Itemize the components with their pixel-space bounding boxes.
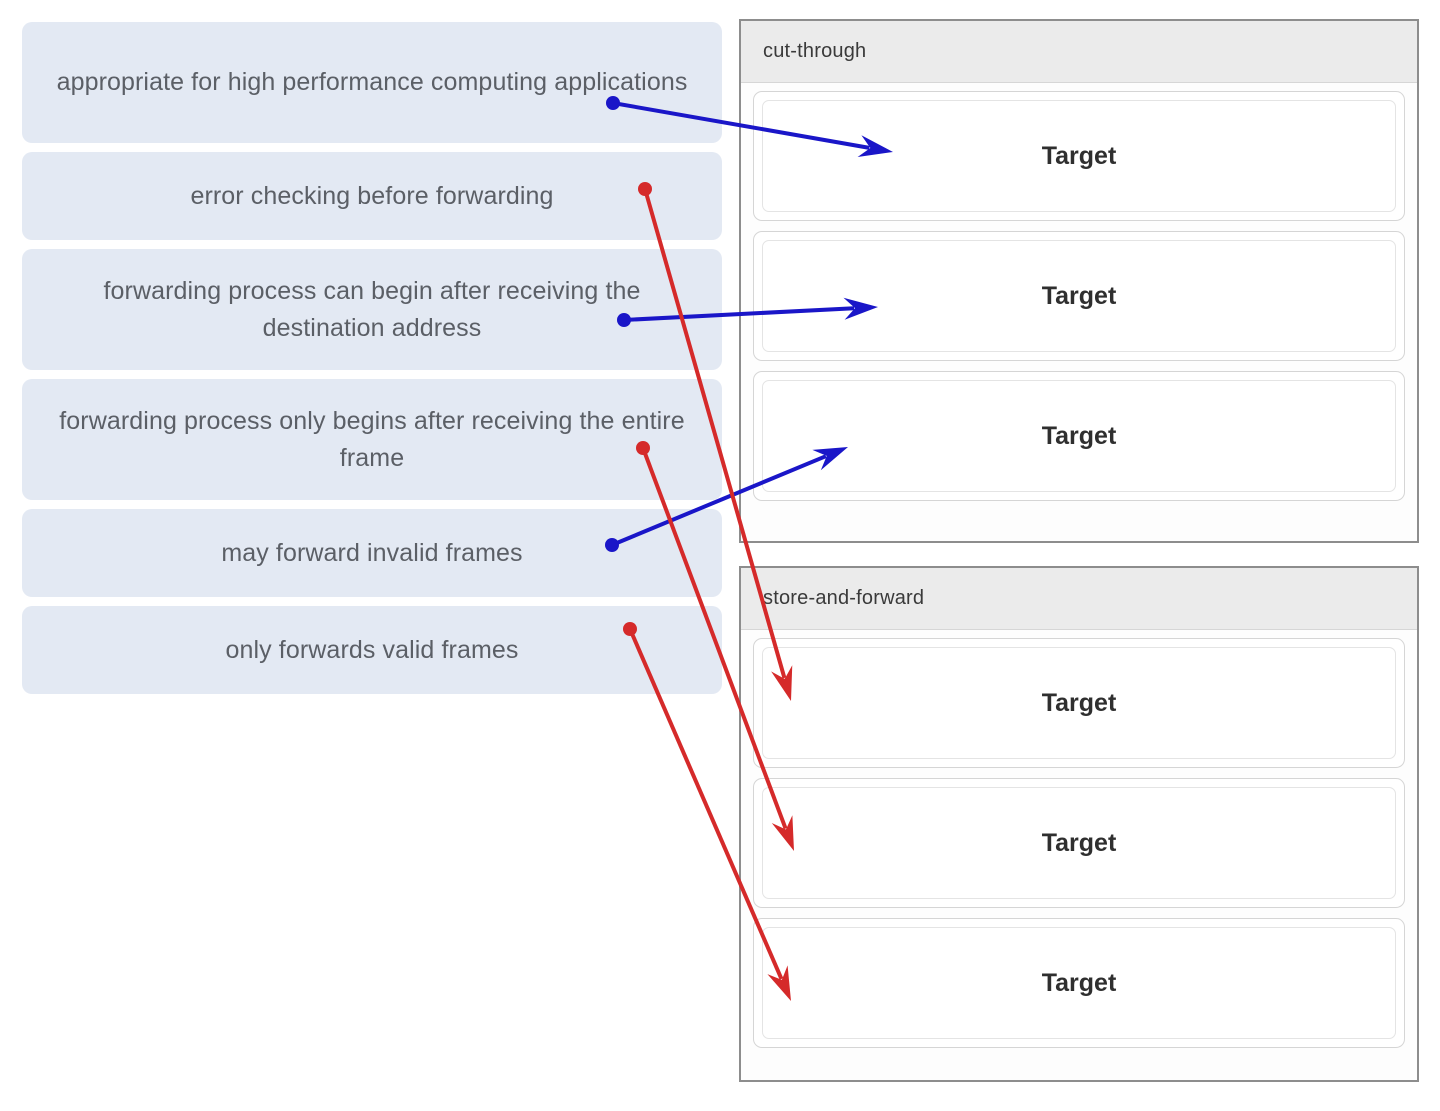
drop-zone-inner[interactable]: Target <box>762 647 1396 759</box>
drop-zone-inner[interactable]: Target <box>762 927 1396 1039</box>
source-card[interactable]: appropriate for high performance computi… <box>22 22 722 143</box>
group-header: store-and-forward <box>741 568 1417 630</box>
drop-zone-inner[interactable]: Target <box>762 787 1396 899</box>
target-label: Target <box>1041 688 1117 717</box>
group-body: Target Target Target <box>741 630 1417 1058</box>
source-card-label: forwarding process only begins after rec… <box>59 406 685 472</box>
target-label: Target <box>1041 141 1117 170</box>
source-card-label: error checking before forwarding <box>190 181 554 210</box>
group-panel-cut-through: cut-through Target Target Target <box>739 19 1419 543</box>
drop-zone[interactable]: Target <box>753 371 1405 501</box>
drop-zone-inner[interactable]: Target <box>762 380 1396 492</box>
target-label: Target <box>1041 828 1117 857</box>
drop-zone[interactable]: Target <box>753 638 1405 768</box>
group-body: Target Target Target <box>741 83 1417 511</box>
group-panel-store-and-forward: store-and-forward Target Target Target <box>739 566 1419 1082</box>
source-card-label: appropriate for high performance computi… <box>56 68 688 96</box>
source-card-list: appropriate for high performance computi… <box>22 22 722 703</box>
source-card[interactable]: error checking before forwarding <box>22 152 722 240</box>
source-card[interactable]: forwarding process can begin after recei… <box>22 249 722 370</box>
drop-zone[interactable]: Target <box>753 231 1405 361</box>
source-card-label: may forward invalid frames <box>221 538 523 567</box>
source-card[interactable]: may forward invalid frames <box>22 509 722 597</box>
drop-zone-inner[interactable]: Target <box>762 100 1396 212</box>
target-label: Target <box>1041 421 1117 450</box>
source-card[interactable]: only forwards valid frames <box>22 606 722 694</box>
drop-zone[interactable]: Target <box>753 91 1405 221</box>
group-title: cut-through <box>763 40 867 62</box>
drop-zone-inner[interactable]: Target <box>762 240 1396 352</box>
target-label: Target <box>1041 968 1117 997</box>
group-title: store-and-forward <box>763 587 925 609</box>
drop-zone[interactable]: Target <box>753 778 1405 908</box>
source-card-label: only forwards valid frames <box>225 635 519 664</box>
source-card-label: forwarding process can begin after recei… <box>103 276 641 342</box>
drop-zone[interactable]: Target <box>753 918 1405 1048</box>
target-label: Target <box>1041 281 1117 310</box>
group-header: cut-through <box>741 21 1417 83</box>
source-card[interactable]: forwarding process only begins after rec… <box>22 379 722 500</box>
